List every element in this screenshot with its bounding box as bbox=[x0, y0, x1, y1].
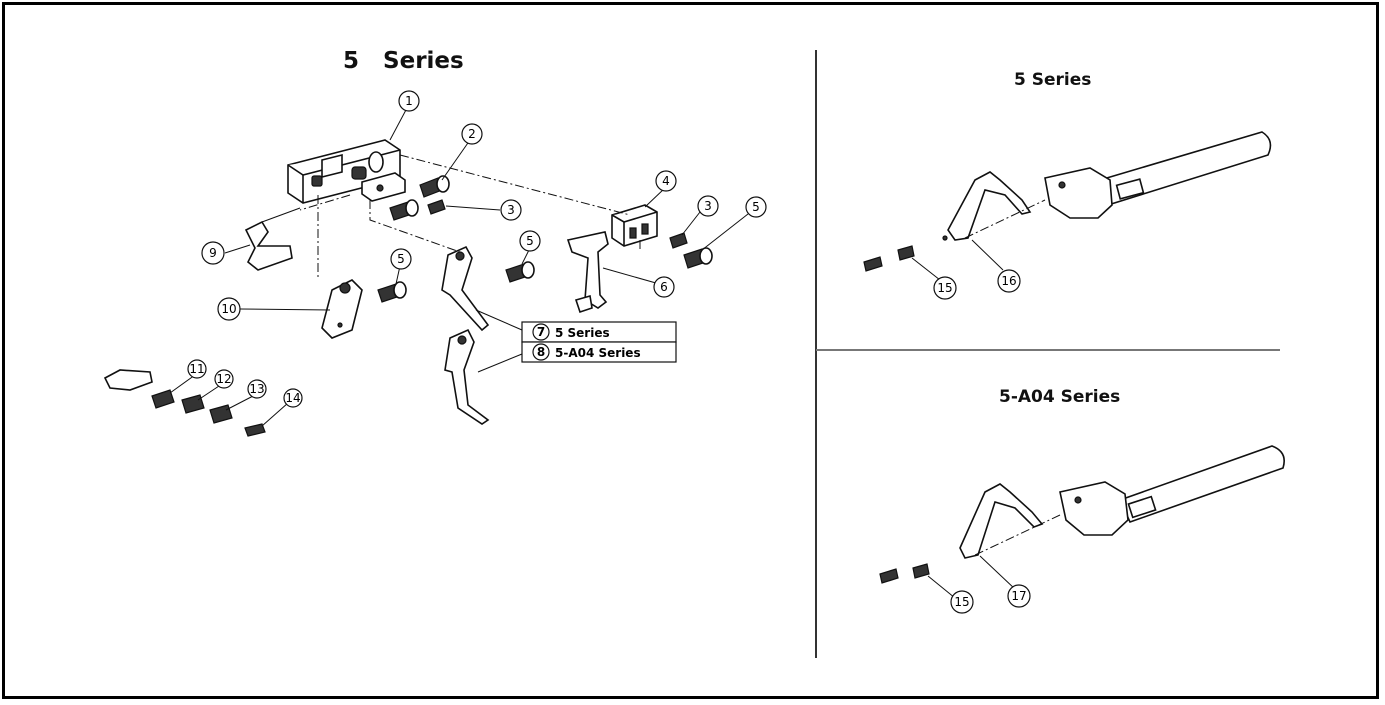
part-9-lever bbox=[244, 207, 301, 271]
legend-row2-label: 5-A04 Series bbox=[555, 346, 641, 360]
callout-14 bbox=[283, 388, 303, 408]
callout-13 bbox=[247, 379, 267, 399]
part-8-bent-plate bbox=[444, 328, 490, 425]
callout-13-text: 13 bbox=[249, 382, 264, 396]
callout-2-text: 2 bbox=[468, 127, 476, 141]
callout-11 bbox=[187, 359, 207, 379]
callout-5a bbox=[390, 248, 412, 270]
callout-15a-text: 15 bbox=[937, 281, 952, 295]
callout-16 bbox=[997, 269, 1021, 293]
legend-row1-number: 7 bbox=[537, 325, 545, 339]
callout-17-text: 17 bbox=[1011, 589, 1026, 603]
part-7-bent-plate bbox=[441, 245, 490, 332]
callout-5c-text: 5 bbox=[752, 200, 760, 214]
callout-3a-text: 3 bbox=[507, 203, 515, 217]
part-5a-screw bbox=[377, 281, 407, 303]
callout-4-text: 4 bbox=[662, 174, 670, 188]
callout-15b bbox=[950, 590, 974, 614]
callout-3a bbox=[500, 199, 522, 221]
callout-4 bbox=[655, 170, 677, 192]
callout-5a-text: 5 bbox=[397, 252, 405, 266]
callout-3b-text: 3 bbox=[704, 199, 712, 213]
leader-lines bbox=[169, 107, 749, 427]
callout-numbers: 1 2 3 4 3 5 5 6 5 9 10 11 12 13 14 15 16 bbox=[187, 90, 1031, 614]
callout-2 bbox=[461, 123, 483, 145]
callout-1 bbox=[398, 90, 420, 112]
callout-11-text: 11 bbox=[189, 362, 204, 376]
part-block-lower bbox=[361, 172, 406, 202]
part-2-screw bbox=[419, 175, 450, 198]
part-3b-screw bbox=[669, 232, 688, 249]
callout-1-text: 1 bbox=[405, 94, 413, 108]
right-bottom-title: 5-A04 Series bbox=[999, 387, 1121, 407]
callout-3b bbox=[697, 195, 719, 217]
callout-10-text: 10 bbox=[221, 302, 236, 316]
horizontal-divider bbox=[816, 349, 1280, 351]
part-5c-screw bbox=[683, 247, 713, 269]
legend-row1-label: 5 Series bbox=[555, 326, 610, 340]
vertical-divider bbox=[815, 50, 817, 658]
callout-12 bbox=[214, 369, 234, 389]
part-11-14-assembly bbox=[103, 369, 266, 437]
right-top-arm-assembly bbox=[863, 131, 1272, 281]
part-4-bracket bbox=[611, 204, 658, 247]
callout-9 bbox=[201, 241, 225, 265]
callout-17 bbox=[1007, 584, 1031, 608]
legend-row2-number: 8 bbox=[537, 345, 545, 359]
part-10-plate bbox=[321, 279, 363, 339]
part-6-hook bbox=[566, 231, 609, 314]
part-screw-left bbox=[389, 199, 419, 221]
callout-10 bbox=[217, 297, 241, 321]
callout-6-text: 6 bbox=[660, 280, 668, 294]
assembly-lines bbox=[299, 154, 641, 280]
callout-15a bbox=[933, 276, 957, 300]
right-bottom-arm-assembly bbox=[879, 445, 1285, 599]
callout-6 bbox=[653, 276, 675, 298]
callout-9-text: 9 bbox=[209, 246, 217, 260]
callout-5c bbox=[745, 196, 767, 218]
callout-15b-text: 15 bbox=[954, 595, 969, 609]
callout-5b bbox=[519, 230, 541, 252]
part-5b-screw bbox=[505, 261, 535, 283]
main-title: 5 Series bbox=[343, 48, 464, 74]
callout-5b-text: 5 bbox=[526, 234, 534, 248]
part-3a-screw bbox=[427, 199, 446, 215]
callout-14-text: 14 bbox=[285, 391, 300, 405]
series-legend-box: 7 5 Series 8 5-A04 Series bbox=[521, 321, 677, 363]
callout-12-text: 12 bbox=[216, 372, 231, 386]
callout-16-text: 16 bbox=[1001, 274, 1016, 288]
right-top-title: 5 Series bbox=[1014, 70, 1092, 90]
